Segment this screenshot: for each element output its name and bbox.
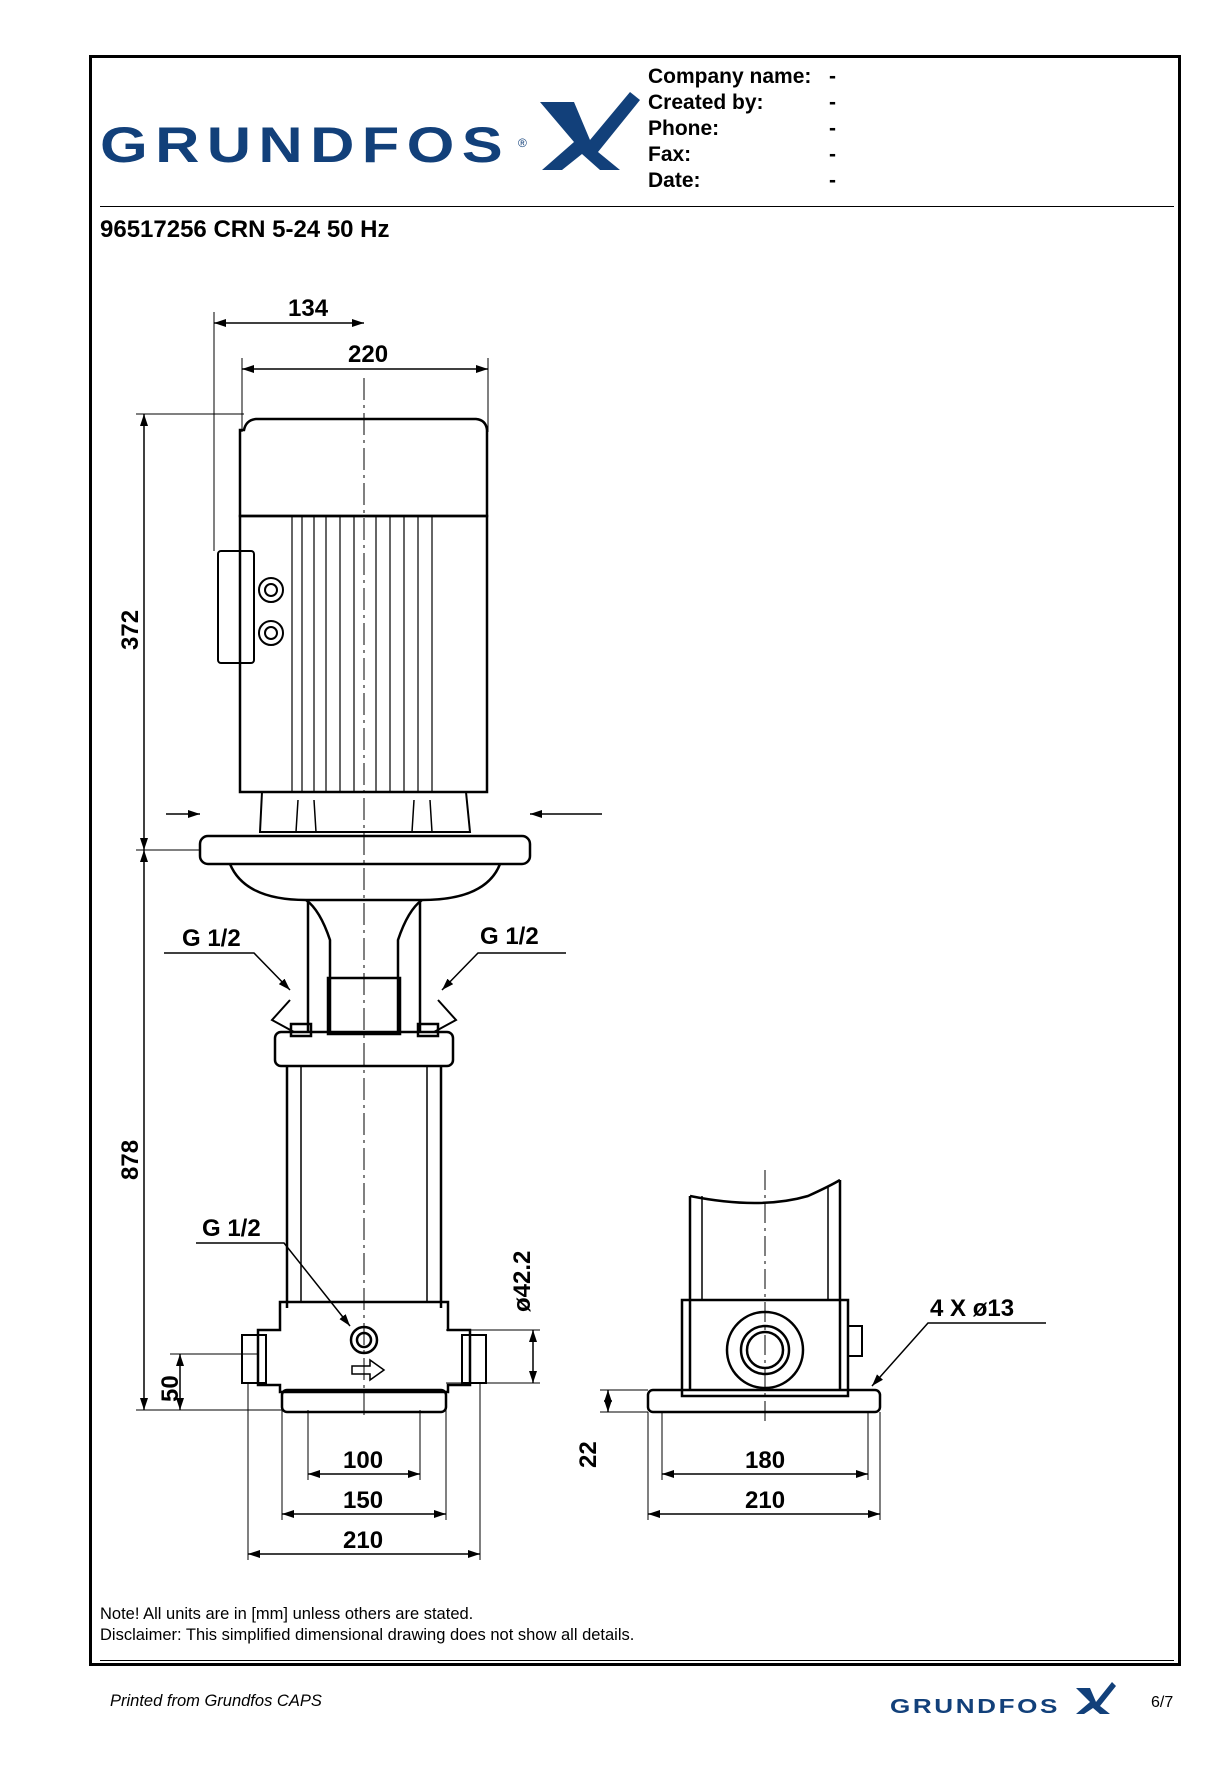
header-rule — [100, 206, 1174, 207]
date-label: Date: — [648, 169, 701, 192]
footer-brand-wordmark: GRUNDFOS — [890, 1696, 1060, 1718]
motor-stool — [198, 834, 532, 1036]
dim-180: 180 — [745, 1447, 785, 1474]
footer-x-icon — [1076, 1682, 1116, 1714]
label-g-half-left: G 1/2 — [182, 925, 241, 952]
dimension-lines — [140, 319, 880, 1558]
created-value: - — [829, 91, 836, 114]
leader-lines — [164, 952, 1046, 1387]
footer-grundfos-logo: GRUNDFOS — [890, 1682, 1116, 1718]
fax-value: - — [829, 143, 836, 166]
printed-from: Printed from Grundfos CAPS — [110, 1692, 322, 1710]
dim-878: 878 — [117, 1140, 144, 1180]
dim-220: 220 — [348, 341, 388, 368]
phone-label: Phone: — [648, 117, 720, 140]
company-label: Company name: — [648, 65, 812, 88]
brand-wordmark: GRUNDFOS — [100, 117, 510, 173]
dimension-texts: 134 220 372 878 50 ø42.2 100 150 210 22 … — [117, 295, 1014, 1554]
fax-row: Fax: - — [648, 142, 849, 168]
phone-row: Phone: - — [648, 116, 849, 142]
notes: Note! All units are in [mm] unless other… — [100, 1604, 634, 1646]
extension-lines — [136, 312, 881, 1560]
dim-100: 100 — [343, 1447, 383, 1474]
dim-ø42-2: ø42.2 — [509, 1251, 536, 1312]
dim-50: 50 — [157, 1375, 184, 1402]
footer-rule — [100, 1660, 1174, 1661]
phone-value: - — [829, 117, 836, 140]
dim-22: 22 — [575, 1441, 602, 1468]
dim-150: 150 — [343, 1487, 383, 1514]
dim-372: 372 — [117, 610, 144, 650]
dim-210-side: 210 — [745, 1487, 785, 1514]
registered-mark: ® — [518, 136, 527, 150]
date-row: Date: - — [648, 168, 849, 194]
created-label: Created by: — [648, 91, 764, 114]
note-units: Note! All units are in [mm] unless other… — [100, 1605, 474, 1623]
grundfos-x-icon — [540, 92, 640, 170]
fax-label: Fax: — [648, 143, 692, 166]
created-row: Created by: - — [648, 90, 849, 116]
page-number: 6/7 — [1151, 1694, 1174, 1711]
note-disclaimer: Disclaimer: This simplified dimensional … — [100, 1626, 635, 1644]
label-g-half-drain: G 1/2 — [202, 1215, 261, 1242]
dim-134: 134 — [288, 295, 329, 322]
page-title: 96517256 CRN 5-24 50 Hz — [100, 216, 390, 243]
label-bolt-holes: 4 X ø13 — [930, 1295, 1014, 1322]
date-value: - — [829, 169, 836, 192]
pump-head — [273, 1022, 455, 1068]
header-info: Company name:- Created by:- Phone:- Fax:… — [648, 64, 849, 194]
company-value: - — [829, 65, 836, 88]
pump-side-view — [646, 1170, 882, 1426]
motor — [217, 417, 489, 833]
label-g-half-right: G 1/2 — [480, 923, 539, 950]
drawing-frame — [89, 55, 1181, 1666]
grundfos-logo: GRUNDFOS ® — [100, 92, 640, 173]
dim-210-front: 210 — [343, 1527, 383, 1554]
company-row: Company name:- — [648, 64, 849, 90]
pump-sleeve — [285, 1066, 443, 1308]
